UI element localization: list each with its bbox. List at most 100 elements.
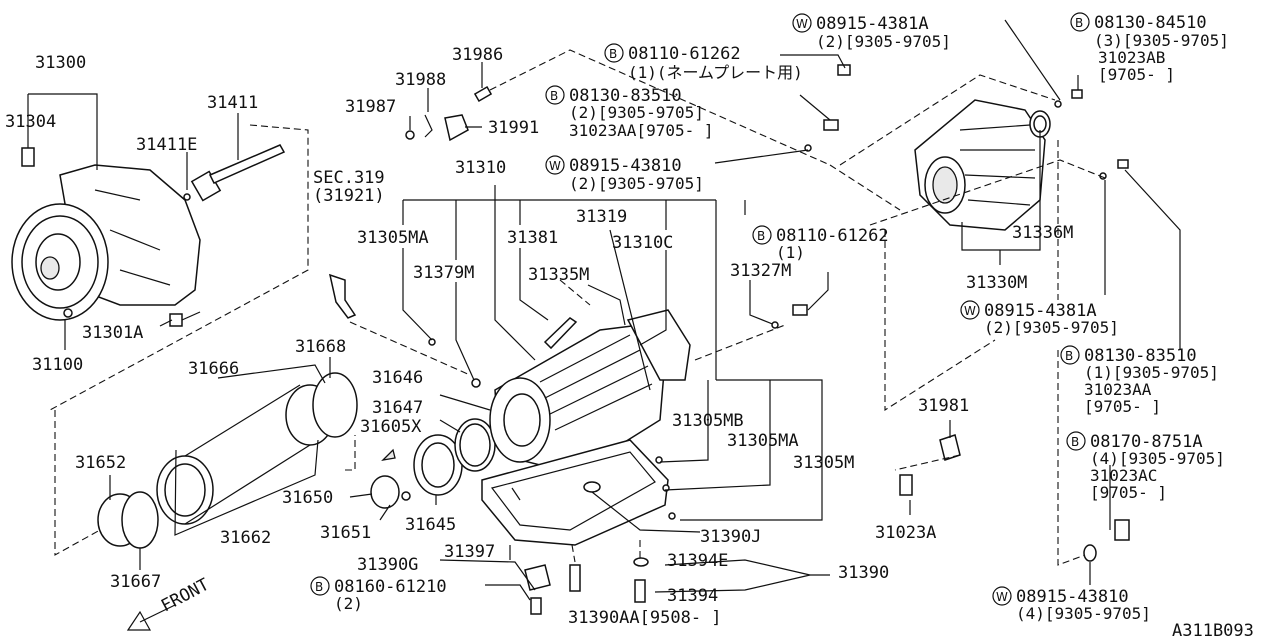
callout-b3: B 08130-84510 (3)[9305-9705] 31023AB [97… <box>1070 12 1229 84</box>
label-31330m: 31330M <box>966 273 1027 293</box>
label-sec319: SEC.319 <box>313 168 385 188</box>
bolt-mark-icon <box>604 43 624 63</box>
label-31379m: 31379M <box>413 263 474 283</box>
label-31667: 31667 <box>110 572 161 592</box>
callout-w2: W 08915-4381A (2)[9305-9705] <box>792 13 951 51</box>
svg-text:W: W <box>796 17 808 31</box>
label-31645: 31645 <box>405 515 456 535</box>
svg-text:B: B <box>1075 16 1083 30</box>
svg-text:(4)[9305-9705]: (4)[9305-9705] <box>1090 449 1225 468</box>
label-31668: 31668 <box>295 337 346 357</box>
label-31652: 31652 <box>75 453 126 473</box>
svg-text:(2)[9305-9705]: (2)[9305-9705] <box>569 174 704 193</box>
callout-b6: B 08170-8751A (4)[9305-9705] 31023AC [97… <box>1066 431 1225 502</box>
svg-text:[9705- ]: [9705- ] <box>1084 397 1161 416</box>
svg-text:[9705- ]: [9705- ] <box>1090 483 1167 502</box>
front-arrow-icon <box>126 604 176 631</box>
bolt-mark-icon <box>1066 431 1086 451</box>
label-31100: 31100 <box>32 355 83 375</box>
washer-mark-icon <box>960 300 980 320</box>
label-31646: 31646 <box>372 368 423 388</box>
label-31662: 31662 <box>220 528 271 548</box>
callout-b1: B 08110-61262 (1)(ネームプレート用) <box>604 43 803 82</box>
label-31921: (31921) <box>313 186 385 206</box>
svg-text:31023AC: 31023AC <box>1090 466 1157 485</box>
washer-mark-icon <box>792 13 812 33</box>
label-31023a: 31023A <box>875 523 936 543</box>
label-31647: 31647 <box>372 398 423 418</box>
label-31981: 31981 <box>918 396 969 416</box>
label-31651: 31651 <box>320 523 371 543</box>
label-31390j: 31390J <box>700 527 761 547</box>
svg-text:08915-43810: 08915-43810 <box>569 156 682 176</box>
label-31327m: 31327M <box>730 261 791 281</box>
svg-text:B: B <box>1065 349 1073 363</box>
svg-text:08160-61210: 08160-61210 <box>334 577 447 597</box>
label-31335m: 31335M <box>528 265 589 285</box>
transmission-case <box>328 273 691 615</box>
svg-text:W: W <box>996 590 1008 604</box>
svg-text:31023AB: 31023AB <box>1098 48 1165 67</box>
callout-w4: W 08915-43810 (4)[9305-9705] <box>992 586 1151 623</box>
label-31986: 31986 <box>452 45 503 65</box>
label-31411e: 31411E <box>136 135 197 155</box>
svg-text:08130-83510: 08130-83510 <box>569 86 682 106</box>
bolt-mark-icon <box>545 85 565 105</box>
label-31397: 31397 <box>444 542 495 562</box>
svg-text:(2)[9305-9705]: (2)[9305-9705] <box>984 318 1119 337</box>
svg-text:B: B <box>757 229 765 243</box>
label-31394e: 31394E <box>667 551 728 571</box>
washer-mark-icon <box>992 586 1012 606</box>
bolt-mark-icon <box>1060 345 1080 365</box>
label-31305m: 31305M <box>793 453 854 473</box>
svg-text:W: W <box>549 159 561 173</box>
svg-text:W: W <box>964 304 976 318</box>
svg-text:08110-61262: 08110-61262 <box>776 226 889 246</box>
svg-text:08170-8751A: 08170-8751A <box>1090 432 1203 452</box>
callout-w3: W 08915-4381A (2)[9305-9705] <box>960 300 1119 337</box>
svg-text:31023AA: 31023AA <box>1084 380 1152 399</box>
label-31390aa: 31390AA[9508- ] <box>568 608 722 628</box>
svg-text:B: B <box>609 47 617 61</box>
svg-text:(2)[9305-9705]: (2)[9305-9705] <box>816 32 951 51</box>
svg-text:08915-4381A: 08915-4381A <box>816 14 929 34</box>
torque-converter-housing <box>11 144 286 327</box>
bolt-mark-icon <box>1070 12 1090 32</box>
svg-text:(4)[9305-9705]: (4)[9305-9705] <box>1016 604 1151 623</box>
label-31336m: 31336M <box>1012 223 1073 243</box>
label-31310: 31310 <box>455 158 506 178</box>
svg-text:(1): (1) <box>776 243 805 262</box>
callout-b4: B 08110-61262 (1) <box>752 225 889 262</box>
label-31305mb: 31305MB <box>672 411 744 431</box>
svg-text:(2): (2) <box>334 594 363 613</box>
svg-text:B: B <box>315 580 323 594</box>
washer-mark-icon <box>545 155 565 175</box>
label-31987: 31987 <box>345 97 396 117</box>
label-31300: 31300 <box>35 53 86 73</box>
bolt-mark-icon <box>752 225 772 245</box>
svg-text:[9705- ]: [9705- ] <box>1098 65 1175 84</box>
callout-b7: B 08160-61210 (2) <box>310 576 447 613</box>
svg-text:08915-43810: 08915-43810 <box>1016 587 1129 607</box>
label-31305ma-2: 31305MA <box>727 431 799 451</box>
svg-text:08110-61262: 08110-61262 <box>628 44 741 64</box>
label-31301a: 31301A <box>82 323 143 343</box>
label-31381: 31381 <box>507 228 558 248</box>
callout-w1: W 08915-43810 (2)[9305-9705] <box>545 155 704 193</box>
svg-text:(1)(ネームプレート用): (1)(ネームプレート用) <box>628 63 803 82</box>
callout-b5: B 08130-83510 (1)[9305-9705] 31023AA [97… <box>1060 345 1219 416</box>
label-31390g: 31390G <box>357 555 418 575</box>
label-31411: 31411 <box>207 93 258 113</box>
label-31988: 31988 <box>395 70 446 90</box>
clutch-rings-assembly <box>97 372 496 549</box>
svg-text:08130-84510: 08130-84510 <box>1094 13 1207 33</box>
label-31666: 31666 <box>188 359 239 379</box>
svg-text:(3)[9305-9705]: (3)[9305-9705] <box>1094 31 1229 50</box>
label-31605x: 31605X <box>360 417 422 437</box>
label-31319: 31319 <box>576 207 627 227</box>
diagram-code: A311B093 <box>1172 621 1254 638</box>
svg-text:(1)[9305-9705]: (1)[9305-9705] <box>1084 363 1219 382</box>
label-31304: 31304 <box>5 112 56 132</box>
svg-text:08130-83510: 08130-83510 <box>1084 346 1197 366</box>
